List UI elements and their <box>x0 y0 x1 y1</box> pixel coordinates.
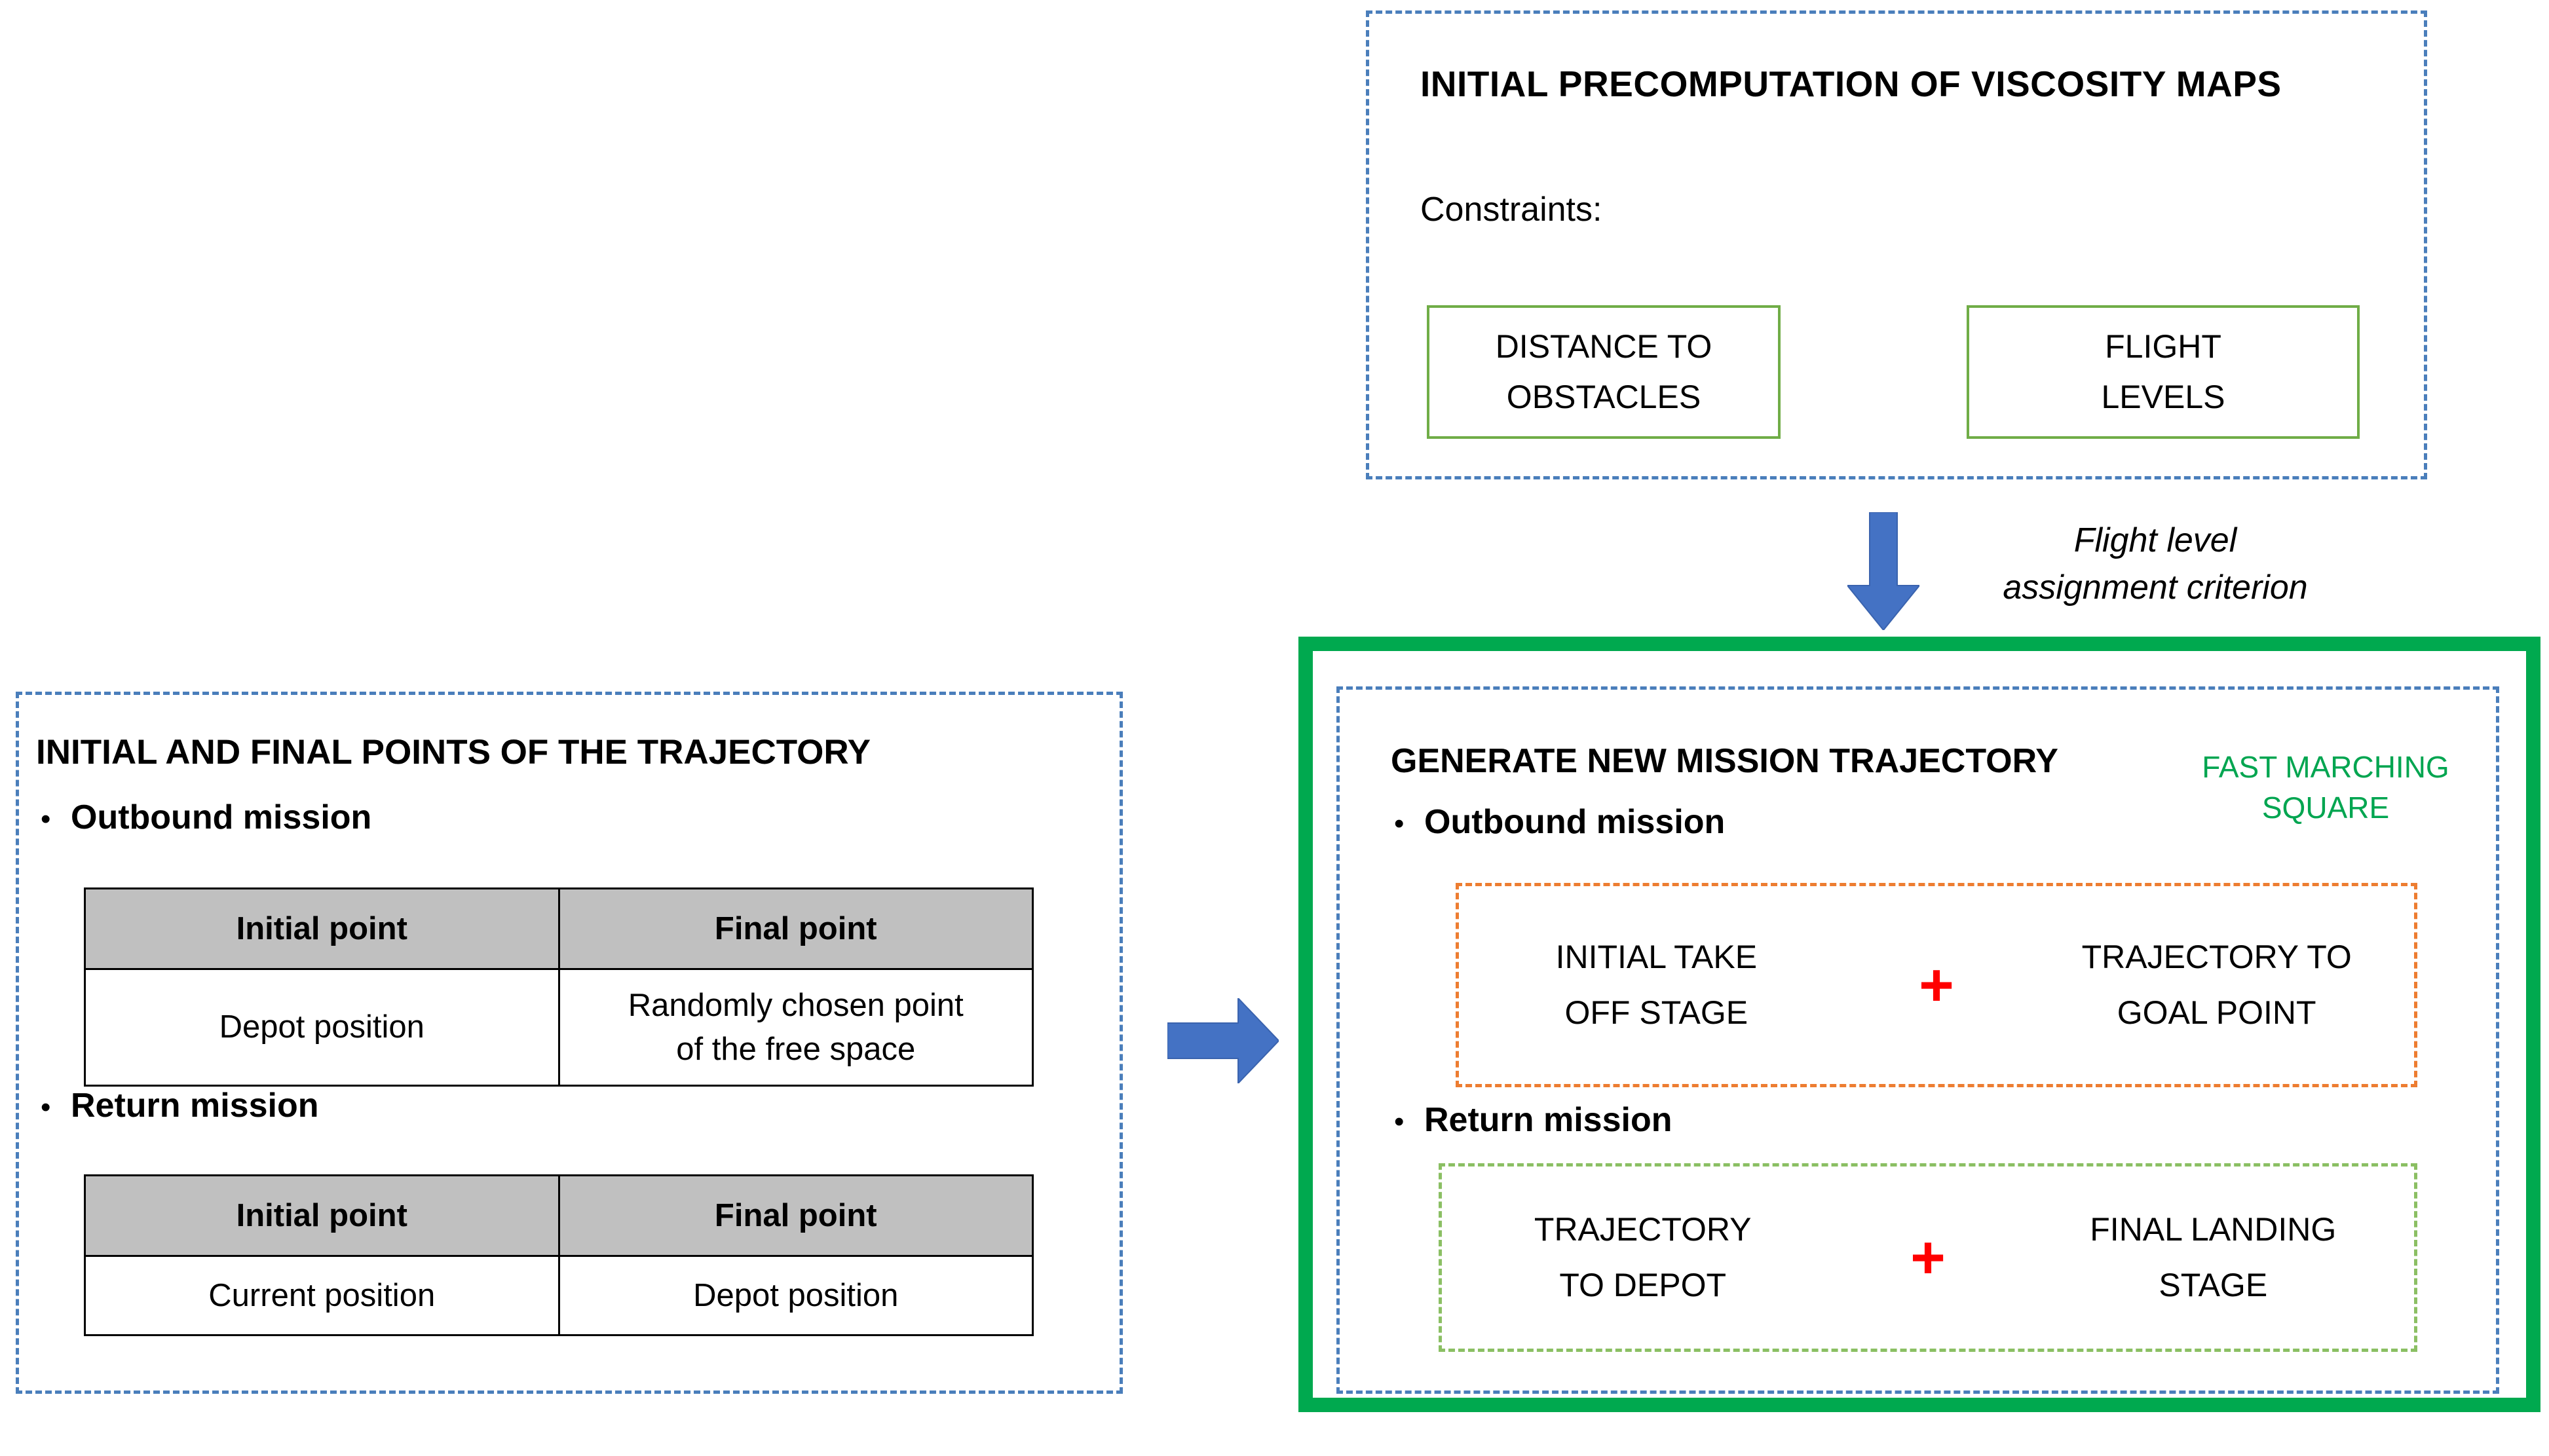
outbound-trajectory-combo[interactable]: INITIAL TAKE OFF STAGE + TRAJECTORY TO G… <box>1456 883 2417 1087</box>
table-row: Current position Depot position <box>84 1255 1034 1336</box>
constraint-line-2: LEVELS <box>2101 379 2225 415</box>
generate-mission-title: GENERATE NEW MISSION TRAJECTORY <box>1391 742 2058 780</box>
return-stage-trajectory-to-depot: TRAJECTORY TO DEPOT <box>1448 1202 1838 1313</box>
constraint-box-flight-levels[interactable]: FLIGHT LEVELS <box>1967 305 2360 439</box>
initial-precomputation-title: INITIAL PRECOMPUTATION OF VISCOSITY MAPS <box>1420 64 2282 104</box>
stage-line-1: INITIAL TAKE <box>1555 939 1758 975</box>
flight-level-criterion-label: Flight level assignment criterion <box>1972 517 2339 612</box>
constraint-box-distance-to-obstacles[interactable]: DISTANCE TO OBSTACLES <box>1427 305 1781 439</box>
return-points-table: Initial point Final point Current positi… <box>84 1174 1034 1336</box>
generate-bullet-label: Return mission <box>1424 1101 1672 1139</box>
fms-line-2: SQUARE <box>2261 791 2390 825</box>
criterion-line-1: Flight level <box>2073 521 2237 559</box>
outbound-stage-trajectory-to-goal: TRAJECTORY TO GOAL POINT <box>2026 929 2407 1041</box>
stage-line-1: TRAJECTORY <box>1534 1211 1752 1248</box>
left-bullet-return: • Return mission <box>41 1086 319 1125</box>
bullet-icon: • <box>41 803 51 835</box>
generate-bullet-return: • Return mission <box>1394 1100 1672 1140</box>
generate-bullet-outbound: • Outbound mission <box>1394 802 1725 842</box>
constraint-line-2: OBSTACLES <box>1506 379 1701 415</box>
constraint-line-1: DISTANCE TO <box>1495 327 1712 365</box>
stage-line-2: OFF STAGE <box>1564 994 1748 1031</box>
cell-final-point: Randomly chosen point of the free space <box>557 968 1034 1087</box>
fast-marching-square-label: FAST MARCHING SQUARE <box>2181 747 2470 828</box>
arrow-down-icon <box>1847 512 1919 630</box>
table-header-row: Initial point Final point <box>84 887 1034 970</box>
fms-line-1: FAST MARCHING <box>2202 750 2449 784</box>
column-header-final-point: Final point <box>557 887 1034 970</box>
column-header-initial-point: Initial point <box>84 1174 560 1257</box>
initial-final-points-title: INITIAL AND FINAL POINTS OF THE TRAJECTO… <box>36 733 871 772</box>
cell-line-1: Randomly chosen point <box>628 988 964 1024</box>
table-row: Depot position Randomly chosen point of t… <box>84 968 1034 1087</box>
cell-line-2: of the free space <box>676 1031 916 1067</box>
stage-line-1: TRAJECTORY TO <box>2081 939 2352 975</box>
plus-icon: + <box>1910 1224 1946 1291</box>
cell-initial-point: Depot position <box>84 968 560 1087</box>
stage-line-2: GOAL POINT <box>2117 994 2316 1031</box>
table-header-row: Initial point Final point <box>84 1174 1034 1257</box>
cell-initial-point: Current position <box>84 1255 560 1336</box>
return-trajectory-combo[interactable]: TRAJECTORY TO DEPOT + FINAL LANDING STAG… <box>1439 1163 2417 1352</box>
left-bullet-label: Return mission <box>71 1087 319 1125</box>
stage-line-2: STAGE <box>2159 1267 2268 1303</box>
return-stage-final-landing: FINAL LANDING STAGE <box>2018 1202 2407 1313</box>
stage-line-1: FINAL LANDING <box>2090 1211 2337 1248</box>
column-header-initial-point: Initial point <box>84 887 560 970</box>
column-header-final-point: Final point <box>557 1174 1034 1257</box>
bullet-icon: • <box>1394 808 1405 840</box>
left-bullet-label: Outbound mission <box>71 798 372 836</box>
arrow-right-icon <box>1167 998 1279 1083</box>
outbound-points-table: Initial point Final point Depot position… <box>84 887 1034 1087</box>
criterion-line-2: assignment criterion <box>2003 568 2308 607</box>
generate-bullet-label: Outbound mission <box>1424 803 1726 841</box>
bullet-icon: • <box>1394 1106 1405 1138</box>
constraints-label: Constraints: <box>1420 191 1602 229</box>
bullet-icon: • <box>41 1091 51 1123</box>
plus-icon: + <box>1919 952 1954 1018</box>
stage-line-2: TO DEPOT <box>1559 1267 1727 1303</box>
cell-final-point: Depot position <box>557 1255 1034 1336</box>
constraint-line-1: FLIGHT <box>2105 327 2221 365</box>
outbound-stage-initial-take-off: INITIAL TAKE OFF STAGE <box>1465 929 1847 1041</box>
left-bullet-outbound: • Outbound mission <box>41 798 371 837</box>
